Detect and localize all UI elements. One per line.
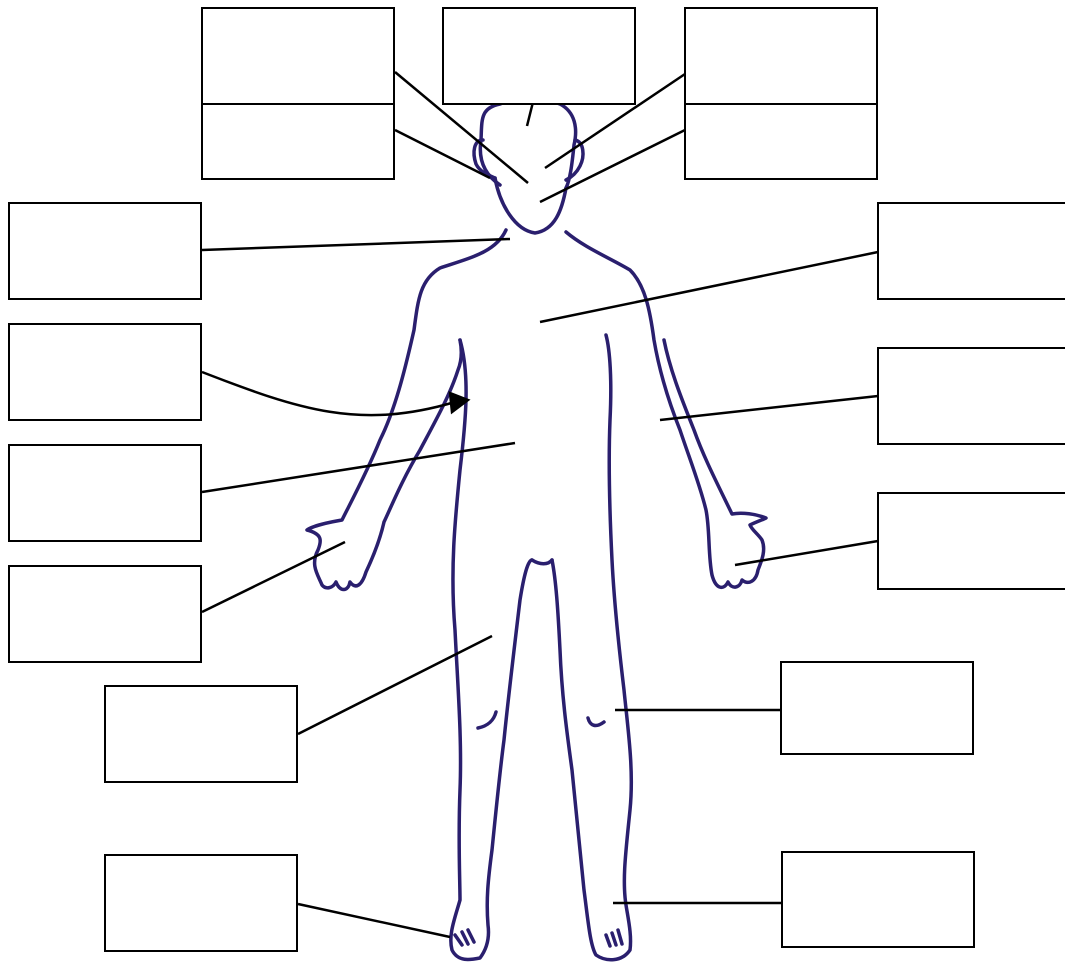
label-box-head-top-right[interactable] [684,7,878,105]
leader-chest [540,252,878,322]
leader-forearm [660,396,878,420]
jaw [495,178,566,233]
label-box-forearm[interactable] [877,347,1065,445]
right-toes [606,930,622,946]
right-knee-mark [588,718,604,725]
torso-right [552,335,631,960]
label-box-neck[interactable] [8,202,202,300]
leader-lines [202,72,878,937]
label-box-head-top-left[interactable] [201,7,395,105]
right-arm [566,232,766,587]
label-box-right-hand[interactable] [8,565,202,663]
label-box-head-mid-left[interactable] [201,103,395,180]
leader-side [202,372,455,415]
leader-neck [202,239,510,250]
label-box-left-hand[interactable] [877,492,1065,590]
label-box-abdomen[interactable] [8,444,202,542]
label-box-side[interactable] [8,323,202,421]
body-outline [307,230,506,590]
leader-right-hand [202,542,345,612]
label-box-left-foot[interactable] [781,851,975,948]
head-outline [480,99,575,188]
crotch [532,560,552,564]
left-toes [455,930,474,945]
label-box-right-foot[interactable] [104,854,298,952]
label-box-knee[interactable] [780,661,974,755]
label-box-thigh[interactable] [104,685,298,783]
leader-thigh [298,636,492,734]
left-knee-mark [478,712,496,728]
leader-head-mid-right [540,130,685,202]
leader-right-foot [298,904,450,937]
label-box-chest[interactable] [877,202,1065,300]
leader-left-hand [735,541,878,565]
label-box-head-mid-right[interactable] [684,103,878,180]
label-box-head-top-center[interactable] [442,7,636,105]
